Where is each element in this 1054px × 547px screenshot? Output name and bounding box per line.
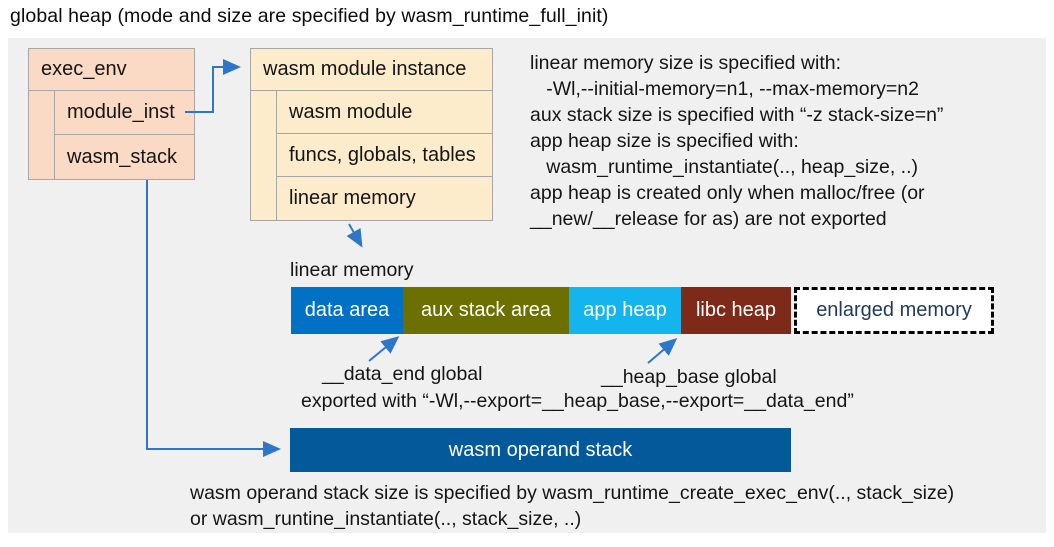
- linear-memory-bar: data area aux stack area app heap libc h…: [291, 287, 994, 334]
- size-notes: linear memory size is specified with: -W…: [530, 50, 943, 232]
- note-line: or wasm_runtine_instantiate(.., stack_si…: [190, 508, 582, 530]
- note-line: app heap size is specified with:: [530, 130, 799, 152]
- module-instance-row-wasm-module: wasm module: [277, 91, 492, 134]
- segment-aux-stack-area: aux stack area: [403, 287, 569, 334]
- data-end-global-label: __data_end global: [322, 363, 483, 385]
- note-line: linear memory size is specified with:: [530, 52, 842, 74]
- exec-env-row-module-inst: module_inst: [55, 91, 194, 135]
- module-instance-row-linear-memory: linear memory: [289, 187, 416, 209]
- segment-libc-heap: libc heap: [681, 287, 791, 334]
- linear-memory-label: linear memory: [290, 259, 414, 281]
- exec-env-header: exec_env: [29, 49, 194, 91]
- exec-env-box: exec_env module_inst wasm_stack: [28, 48, 195, 180]
- wasm-operand-stack-bar: wasm operand stack: [290, 428, 791, 472]
- note-line: app heap is created only when malloc/fre…: [530, 182, 925, 204]
- exec-env-row-wasm-stack: wasm_stack: [67, 145, 178, 168]
- module-instance-header: wasm module instance: [251, 49, 492, 91]
- note-line: __new/__release for as) are not exported: [530, 208, 887, 230]
- exec-env-rows: module_inst wasm_stack: [54, 91, 194, 179]
- wasm-operand-stack-label: wasm operand stack: [448, 438, 633, 461]
- module-instance-row-funcs-globals-tables: funcs, globals, tables: [277, 134, 492, 177]
- export-note: exported with “-Wl,--export=__heap_base,…: [301, 390, 854, 412]
- segment-enlarged-memory: enlarged memory: [794, 287, 994, 334]
- note-line: wasm_runtime_instantiate(.., heap_size, …: [530, 156, 919, 178]
- operand-stack-notes: wasm operand stack size is specified by …: [190, 480, 954, 532]
- note-line: -Wl,--initial-memory=n1, --max-memory=n2: [530, 78, 919, 100]
- segment-app-heap: app heap: [569, 287, 681, 334]
- module-instance-rows: wasm module funcs, globals, tables linea…: [276, 91, 492, 220]
- note-line: wasm operand stack size is specified by …: [190, 482, 955, 504]
- heap-base-global-label: __heap_base global: [601, 366, 777, 388]
- note-line: aux stack size is specified with “-z sta…: [530, 104, 944, 126]
- page-title: global heap (mode and size are specified…: [10, 5, 609, 27]
- segment-data-area: data area: [291, 287, 403, 334]
- module-instance-box: wasm module instance wasm module funcs, …: [250, 48, 493, 221]
